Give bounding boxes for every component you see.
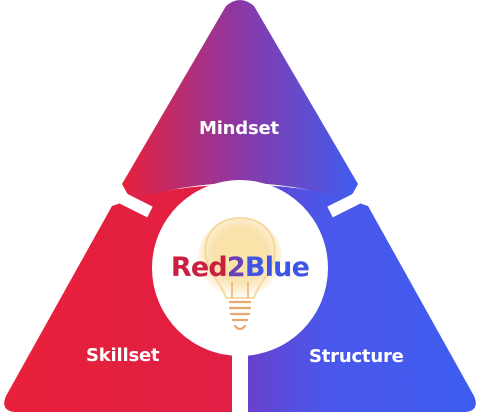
brand-text-two: 2 [226,252,246,283]
segment-top [122,0,358,202]
segment-label-skillset: Skillset [86,345,160,366]
brand-text-red: Red [170,252,228,283]
segment-label-structure: Structure [309,346,404,367]
segment-label-mindset: Mindset [199,118,279,139]
brand-logo-text: Red2Blue [160,252,320,283]
lightbulb-icon [198,216,282,331]
brand-text-blue: Blue [244,252,310,283]
